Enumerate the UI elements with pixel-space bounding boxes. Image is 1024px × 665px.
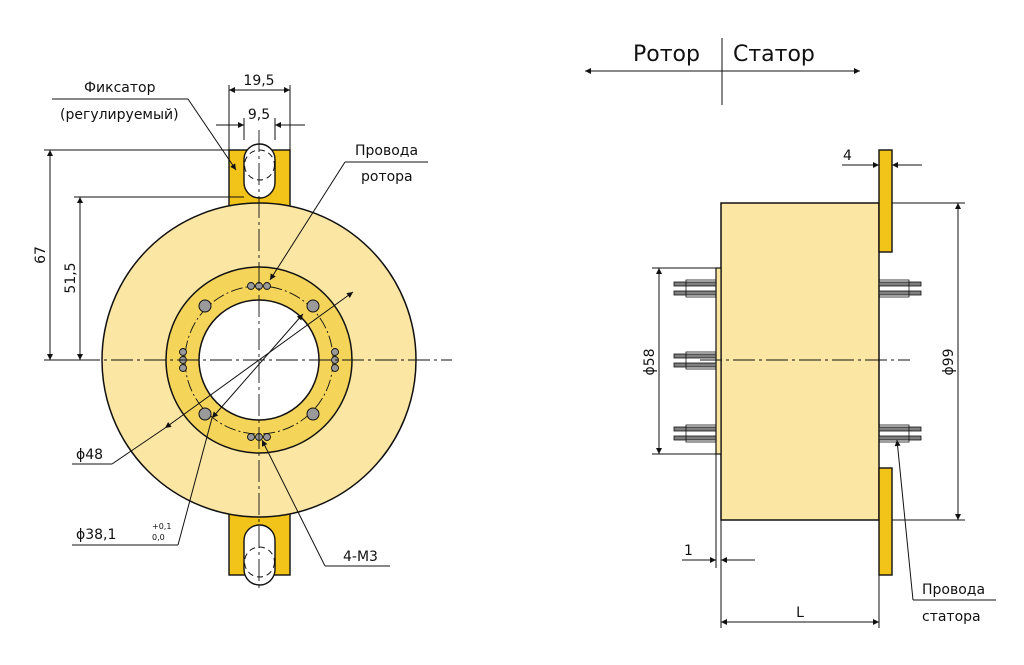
dim-text-m3: 4-M3: [343, 549, 378, 565]
front-view: 19,5 9,5 Фиксатор (регулируемый) 67 51,5…: [33, 73, 452, 590]
dim-text-d48: ϕ48: [76, 447, 103, 463]
screw-m3: [306, 407, 320, 421]
dim-text-d99: ϕ99: [941, 348, 957, 375]
dim-text-67: 67: [33, 246, 49, 264]
dim-text-19-5: 19,5: [243, 73, 274, 89]
dim-text-d38-tol-upper: +0,1: [152, 522, 171, 531]
wire-exit: [331, 364, 339, 372]
fixator-label-line1: Фиксатор: [84, 80, 156, 96]
bottom-fixator-slot: [243, 524, 276, 586]
m3-leader: [261, 439, 390, 567]
side-view: Ротор Статор: [585, 38, 996, 628]
wire-exit: [263, 282, 271, 290]
top-fixator-slot: [243, 143, 276, 199]
rotor-step: [715, 267, 722, 455]
step-dimension: [682, 454, 755, 628]
screw-m3: [198, 299, 212, 313]
stator-header-label: Статор: [733, 42, 815, 67]
wire-exit: [331, 348, 339, 356]
wire-exit: [179, 364, 187, 372]
wire-exit: [179, 348, 187, 356]
stator-wires-label-line1: Провода: [922, 582, 985, 598]
bottom-fixator-hidden-hole: [244, 546, 275, 578]
rotor-header-label: Ротор: [633, 42, 700, 67]
top-fixator: [228, 143, 291, 211]
rotor-wires-label-line1: Провода: [355, 143, 418, 159]
length-dimension: [721, 575, 880, 628]
stator-wires-side: [878, 279, 922, 443]
dim-text-1: 1: [684, 543, 693, 559]
dim-text-l: L: [796, 605, 804, 621]
wire-exit: [247, 282, 255, 290]
screw-m3: [198, 407, 212, 421]
d38-dimension: [72, 313, 304, 546]
stator-flange-top: [878, 149, 893, 253]
stator-wires-label-line2: статора: [922, 609, 981, 625]
bottom-fixator: [228, 512, 291, 586]
height-dimensions: [44, 149, 244, 361]
stator-wires-leader: [894, 439, 996, 601]
rotor-stator-divider: [585, 38, 860, 105]
fixator-leader: [52, 98, 237, 171]
dim-text-9-5: 9,5: [248, 107, 270, 123]
dim-text-4: 4: [843, 148, 852, 164]
rotor-wires-side: [673, 279, 717, 443]
rotor-wires-label-line2: ротора: [361, 169, 413, 185]
stator-flange-bottom: [878, 467, 893, 576]
rotor-wires-leader: [269, 161, 428, 281]
dim-text-d58: ϕ58: [642, 348, 658, 375]
wire-exit: [263, 433, 271, 441]
d58-dimension: [652, 267, 716, 455]
fixator-label-line2: (регулируемый): [60, 107, 179, 123]
housing-side-body: [720, 202, 880, 521]
screw-m3: [306, 299, 320, 313]
dim-text-d38-tol-lower: 0,0: [152, 533, 165, 542]
d99-dimension: [892, 202, 965, 521]
top-fixator-hidden-hole: [244, 149, 275, 181]
dim-text-51-5: 51,5: [63, 262, 79, 293]
dim-text-d38: ϕ38,1: [76, 527, 116, 543]
wire-exit: [247, 433, 255, 441]
top-width-dimensions: [216, 85, 305, 150]
